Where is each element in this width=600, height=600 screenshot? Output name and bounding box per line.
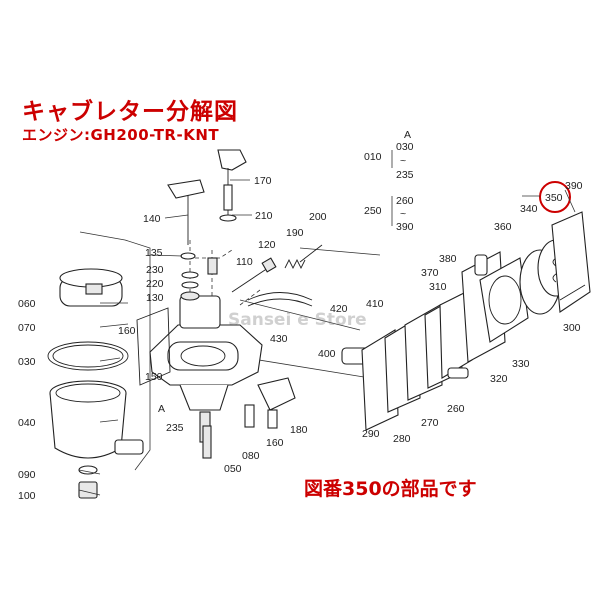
- part-label-040: 040: [18, 417, 36, 429]
- part-label-290: 290: [362, 428, 380, 440]
- part-label-210: 210: [255, 210, 273, 222]
- part-label-090: 090: [18, 469, 36, 481]
- group-010-code: 010: [364, 151, 382, 163]
- part-label-160: 160: [266, 437, 284, 449]
- group-250-tilde: ~: [400, 208, 406, 220]
- part-label-220: 220: [146, 278, 164, 290]
- seal-130: [180, 291, 200, 301]
- part-label-130: 130: [146, 292, 164, 304]
- washer-135: [180, 252, 196, 260]
- washer-220: [181, 281, 199, 289]
- part-label-170: 170: [254, 175, 272, 187]
- screw-200: [299, 244, 323, 263]
- part-label-060: 060: [18, 298, 36, 310]
- pump-cover-330: [479, 257, 529, 343]
- assembly-line: [195, 249, 233, 259]
- part-label-340: 340: [520, 203, 538, 215]
- group-frame-line: [299, 247, 381, 256]
- part-label-370: 370: [421, 267, 439, 279]
- part-label-380: 380: [439, 253, 457, 265]
- group-frame-line: [239, 299, 361, 331]
- idle-screw-120: [231, 267, 269, 293]
- part-label-235: 235: [166, 422, 184, 434]
- float-chamber-cover: [59, 268, 123, 307]
- part-label-310: 310: [429, 281, 447, 293]
- throttle-shaft: [217, 149, 247, 222]
- cover-390: [551, 211, 591, 313]
- part-label-135: 135: [145, 247, 163, 259]
- spring-190: [284, 258, 306, 270]
- part-label-400: 400: [318, 348, 336, 360]
- part-label-420: 420: [330, 303, 348, 315]
- part-label-070: 070: [18, 322, 36, 334]
- leader-line: [564, 189, 576, 213]
- group-250-top: 260: [396, 195, 414, 207]
- drain-bolt: [78, 481, 98, 499]
- part-label-160: 160: [118, 325, 136, 337]
- part-label-200: 200: [309, 211, 327, 223]
- fuel-pump-stack: [361, 289, 473, 431]
- leader-line: [164, 214, 189, 219]
- engine-model-label: エンジン:GH200-TR-KNT: [22, 126, 220, 144]
- part-label-270: 270: [421, 417, 439, 429]
- group-010-top: 030: [396, 141, 414, 153]
- group-bracket-left: [79, 231, 126, 241]
- part-label-180: 180: [290, 424, 308, 436]
- group-250-code: 250: [364, 205, 382, 217]
- part-label-330: 330: [512, 358, 530, 370]
- highlight-circle: [539, 181, 571, 213]
- fuel-tube: [247, 292, 313, 301]
- part-label-410: 410: [366, 298, 384, 310]
- needle-235: [202, 425, 212, 459]
- part-number-caption: 図番350の部品です: [304, 478, 477, 500]
- leader-line: [99, 419, 119, 423]
- part-label-230: 230: [146, 264, 164, 276]
- part-label-030: 030: [18, 356, 36, 368]
- gasket-150: [136, 307, 171, 386]
- choke-shaft: [167, 179, 205, 245]
- group-callout-A: A: [404, 129, 411, 141]
- diagram-title: キャブレター分解図: [22, 99, 238, 125]
- part-label-280: 280: [393, 433, 411, 445]
- part-label-120: 120: [258, 239, 276, 251]
- part-label-390: 390: [565, 180, 583, 192]
- part-label-050: 050: [224, 463, 242, 475]
- screw-160: [267, 409, 278, 429]
- washer-230: [181, 271, 199, 279]
- part-label-320: 320: [490, 373, 508, 385]
- screw-head-120: [261, 257, 277, 273]
- part-label-350: 350: [545, 192, 563, 204]
- group-010-bottom: 235: [396, 169, 414, 181]
- part-label-140: 140: [143, 213, 161, 225]
- part-label-190: 190: [286, 227, 304, 239]
- fuel-tube-inner: [247, 298, 313, 307]
- leader-line: [149, 254, 183, 257]
- part-label-100: 100: [18, 490, 36, 502]
- screw-080: [244, 404, 255, 428]
- group-bracket-left: [124, 239, 151, 471]
- part-label-150: 150: [145, 371, 163, 383]
- leader-line: [99, 323, 129, 328]
- screw-300: [559, 284, 586, 301]
- part-label-300: 300: [563, 322, 581, 334]
- bowl-gasket-ring: [47, 341, 129, 371]
- jet-110: [207, 257, 218, 275]
- fitting-380: [474, 254, 488, 276]
- group-010-tilde: ~: [400, 155, 406, 167]
- bracket-180: [257, 377, 296, 411]
- store-watermark: Sansei e Store: [228, 310, 367, 330]
- callout-A-lower: A: [158, 403, 165, 415]
- part-label-080: 080: [242, 450, 260, 462]
- part-label-260: 260: [447, 403, 465, 415]
- leader-line: [78, 469, 101, 475]
- group-250-bottom: 390: [396, 221, 414, 233]
- part-label-110: 110: [236, 256, 253, 268]
- leader-line: [99, 357, 121, 362]
- float-bowl: [49, 380, 144, 459]
- part-label-360: 360: [494, 221, 512, 233]
- leader-line: [78, 489, 101, 496]
- part-label-430: 430: [270, 333, 288, 345]
